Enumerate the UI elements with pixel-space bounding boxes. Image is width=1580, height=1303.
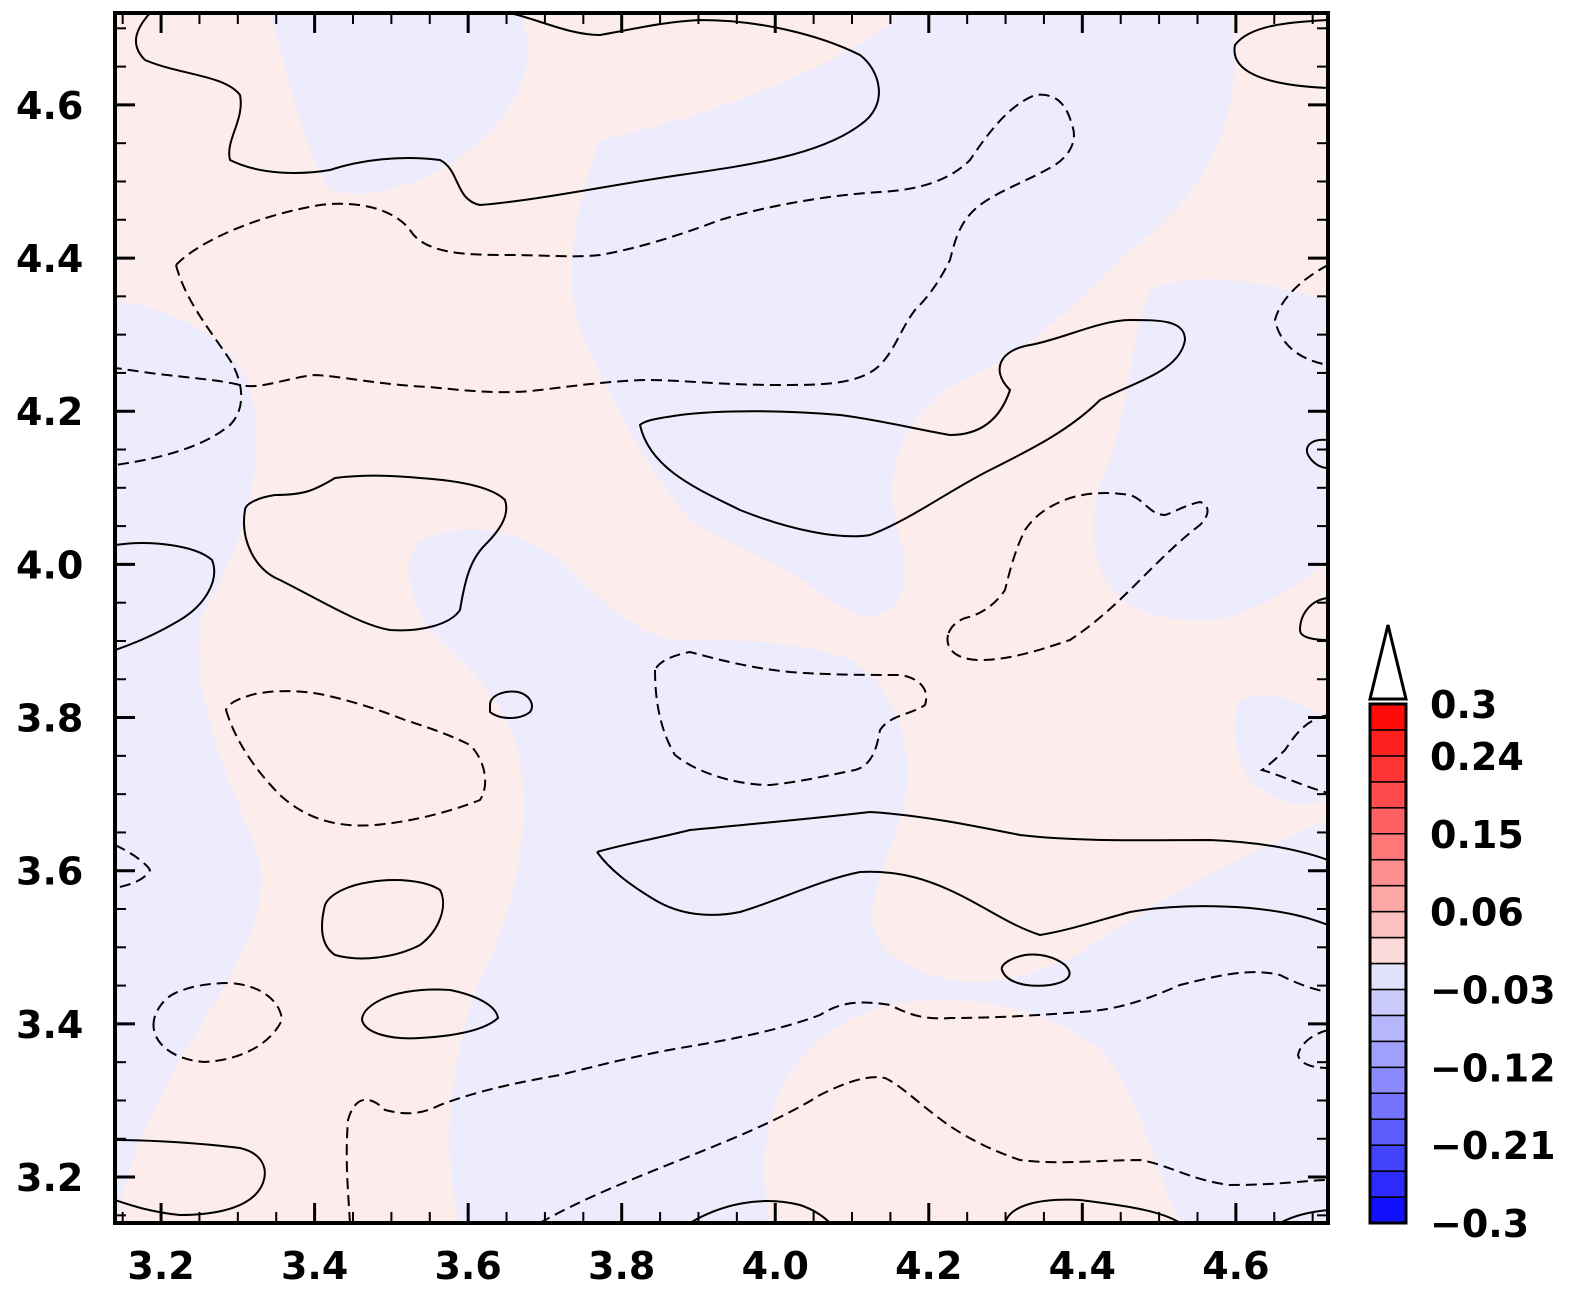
colorbar-swatch xyxy=(1369,1196,1407,1224)
colorbar-swatch xyxy=(1369,910,1407,939)
solid-contour xyxy=(115,542,216,651)
dashed-contour xyxy=(539,1076,1328,1223)
x-tick-label: 3.2 xyxy=(127,1244,194,1288)
x-tick-label: 3.4 xyxy=(281,1244,348,1288)
dashed-contour xyxy=(1296,1029,1328,1069)
solid-contour xyxy=(1305,438,1328,469)
x-tick-label: 4.0 xyxy=(742,1244,809,1288)
positive-contours xyxy=(115,13,1328,1223)
colorbar-label: 0.15 xyxy=(1430,813,1524,857)
colorbar-label: −0.3 xyxy=(1430,1202,1529,1246)
negative-region xyxy=(115,300,262,1223)
colorbar-swatch xyxy=(1369,962,1407,991)
dashed-contour xyxy=(653,650,928,787)
colorbar-extend-arrow xyxy=(1368,624,1408,701)
x-tick-labels: 3.2 3.4 3.6 3.8 4.0 4.2 4.4 4.6 xyxy=(127,1244,1269,1288)
y-tick-label: 4.4 xyxy=(16,237,83,281)
colorbar-swatch xyxy=(1369,833,1407,861)
x-tick-label: 4.2 xyxy=(895,1244,962,1288)
negative-region xyxy=(571,13,1235,617)
colorbar-swatch xyxy=(1369,729,1407,757)
solid-contour xyxy=(638,318,1187,538)
colorbar-swatch xyxy=(1369,1118,1407,1146)
colorbar-swatches xyxy=(1369,703,1407,1224)
solid-contour xyxy=(1233,19,1328,89)
dashed-contour xyxy=(115,844,152,889)
x-tick-label: 3.8 xyxy=(588,1244,655,1288)
x-tick-label: 4.6 xyxy=(1202,1244,1269,1288)
dashed-contour xyxy=(1273,264,1328,366)
dashed-contour xyxy=(224,690,487,827)
solid-contour xyxy=(489,690,533,719)
colorbar-frame xyxy=(1368,702,1408,1225)
colorbar-swatch xyxy=(1369,858,1407,887)
colorbar-label: −0.21 xyxy=(1430,1124,1556,1168)
dashed-contour xyxy=(152,981,284,1064)
negative-region xyxy=(1093,279,1328,621)
colorbar-swatch xyxy=(1369,755,1407,783)
colorbar-swatch xyxy=(1369,988,1407,1017)
y-tick-label: 4.0 xyxy=(16,543,83,587)
dashed-contour xyxy=(946,492,1209,662)
x-tick-label: 3.6 xyxy=(434,1244,501,1288)
x-tick-label: 4.4 xyxy=(1049,1244,1116,1288)
filled-field xyxy=(115,13,1328,1223)
solid-contour xyxy=(596,810,1328,861)
y-tick-labels: 3.2 3.4 3.6 3.8 4.0 4.2 4.4 4.6 xyxy=(16,84,83,1200)
colorbar-swatch xyxy=(1369,1066,1407,1095)
y-tick-label: 3.4 xyxy=(16,1003,83,1047)
y-tick-label: 4.2 xyxy=(16,390,83,434)
negative-region xyxy=(591,700,693,870)
colorbar: 0.3 0.24 0.15 0.06 −0.03 −0.12 −0.21 −0.… xyxy=(1368,624,1556,1246)
plot-frame xyxy=(113,11,1330,1225)
colorbar-swatch xyxy=(1369,703,1407,731)
colorbar-label: 0.3 xyxy=(1430,683,1497,727)
colorbar-swatch xyxy=(1369,807,1407,835)
colorbar-label: −0.12 xyxy=(1430,1046,1556,1090)
solid-contour xyxy=(689,1200,831,1223)
dashed-contour xyxy=(345,971,1328,1223)
contour-lines xyxy=(115,13,1328,1223)
solid-contour xyxy=(596,851,1328,937)
y-tick-label: 3.8 xyxy=(16,697,83,741)
colorbar-swatch xyxy=(1369,1014,1407,1043)
colorbar-swatch xyxy=(1369,1092,1407,1120)
dashed-contour xyxy=(1259,714,1328,794)
negative-region xyxy=(270,13,528,194)
negative-contours xyxy=(115,93,1328,1223)
plot-axes: 3.2 3.4 3.6 3.8 4.0 4.2 4.4 4.6 3.2 3.4 … xyxy=(16,11,1330,1288)
colorbar-label: 0.06 xyxy=(1430,891,1524,935)
colorbar-swatch xyxy=(1369,781,1407,809)
solid-contour xyxy=(243,474,508,632)
solid-contour xyxy=(1298,597,1328,641)
negative-region xyxy=(1234,696,1328,804)
minor-ticks xyxy=(115,13,1328,1223)
colorbar-label: −0.03 xyxy=(1430,968,1556,1012)
colorbar-swatch xyxy=(1369,1040,1407,1069)
solid-contour xyxy=(135,13,880,207)
dashed-contour xyxy=(115,264,243,466)
colorbar-label: 0.24 xyxy=(1430,735,1524,779)
colorbar-swatch xyxy=(1369,884,1407,913)
colorbar-labels: 0.3 0.24 0.15 0.06 −0.03 −0.12 −0.21 −0.… xyxy=(1430,683,1556,1246)
negative-regions xyxy=(115,13,1328,1223)
solid-contour xyxy=(1000,953,1071,987)
major-ticks xyxy=(115,13,1328,1223)
solid-contour xyxy=(321,879,445,960)
solid-contour xyxy=(360,988,500,1040)
y-tick-label: 3.2 xyxy=(16,1156,83,1200)
colorbar-swatch xyxy=(1369,936,1407,965)
dashed-contour xyxy=(115,93,1075,394)
colorbar-swatch xyxy=(1369,1170,1407,1198)
y-tick-label: 4.6 xyxy=(16,84,83,128)
y-tick-label: 3.6 xyxy=(16,850,83,894)
colorbar-swatch xyxy=(1369,1144,1407,1172)
